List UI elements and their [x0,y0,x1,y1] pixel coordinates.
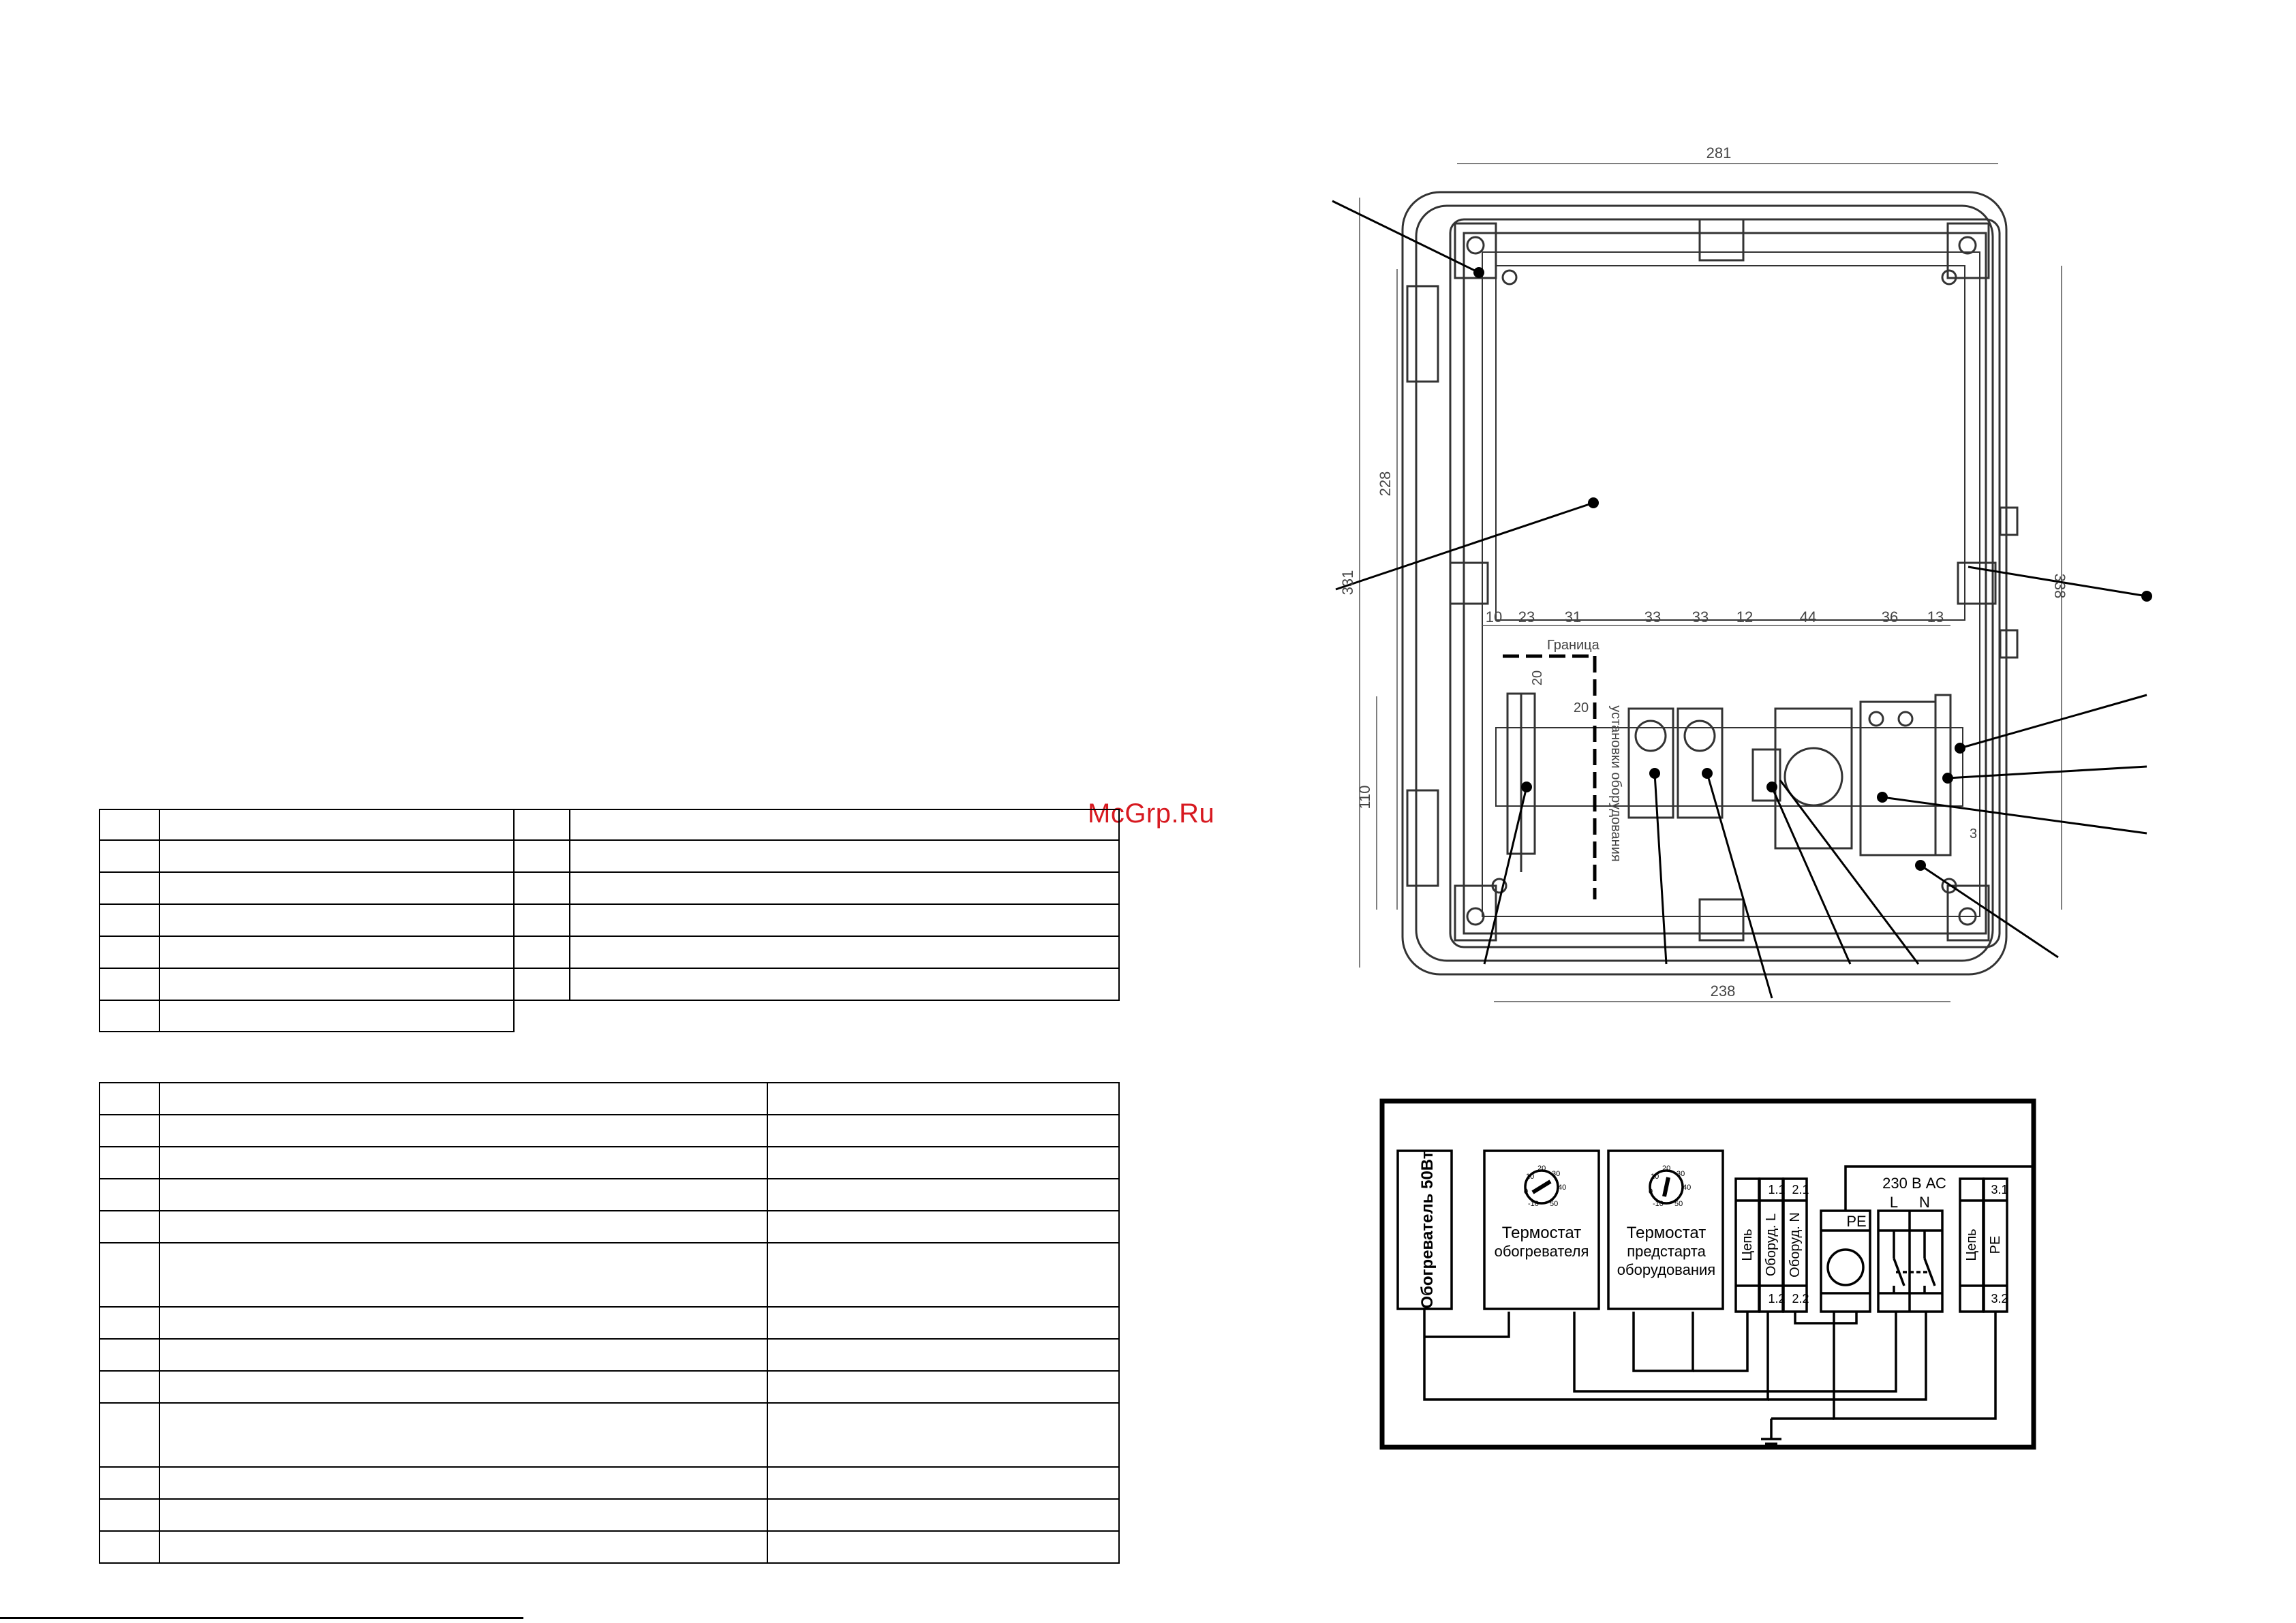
terminal-load-n-label: Оборуд. N [1788,1212,1803,1278]
thermostat-prestart-block [1607,1149,1724,1310]
table-row [99,1114,1120,1147]
heater-label: Обогреватель 50Вт [1418,1151,1437,1308]
table-row [99,1000,515,1032]
dim-rail: 33 [1644,608,1661,625]
dim-height-left: 331 [1339,570,1356,596]
parts-table-1-last-row [99,1000,515,1032]
specs-table [99,1082,1120,1564]
terminal-circuit-label: Цепь [1740,1228,1755,1261]
dial-mark: 0 [1524,1188,1528,1196]
mounting-plate [1495,265,1965,621]
bottom-rule [0,1617,523,1619]
socket-pe-label: PE [1846,1213,1866,1230]
table-row [99,1466,1120,1500]
dim-boundary-small-1: 20 [1530,670,1545,685]
table-row [99,1338,1120,1372]
dim-height-lower: 110 [1356,785,1373,809]
dim-height-inner: 228 [1377,472,1394,497]
dim-terminal-small: 3 [1970,826,1977,841]
thermostat-heater-label-line1: Термостат [1502,1224,1581,1242]
boundary-label: Граница [1547,638,1600,653]
dim-rail: 10 [1486,608,1502,625]
dial-mark: 50 [1674,1200,1683,1208]
terminal-3-1: 3.1 [1991,1183,2008,1196]
table-row [99,1402,1120,1468]
table-row [99,1178,1120,1211]
terminal-1-1: 1.1 [1768,1183,1785,1196]
terminal-2-circuit-label: Цепь [1964,1228,1979,1261]
dial-mark: 0 [1649,1188,1653,1196]
dim-rail: 33 [1692,608,1709,625]
table-row [99,1082,1120,1115]
dial-mark: -10 [1653,1200,1664,1208]
din-rail [1495,727,1963,807]
table-row [99,1370,1120,1404]
terminal-load-l-label: Оборуд. L [1764,1214,1779,1276]
table-row [99,871,1120,905]
table-row [99,968,1120,1001]
table-row [99,1306,1120,1340]
schematic-frame [1379,1098,2036,1450]
dim-rail: 31 [1565,608,1581,625]
parts-table-1 [99,809,1120,1001]
table-row [99,809,1120,841]
table-row [99,839,1120,873]
thermostat-1 [1627,707,1674,819]
table-row [99,1210,1120,1243]
thermostat-prestart-label-line1: Термостат [1627,1224,1706,1242]
dial-mark: 20 [1662,1164,1670,1173]
enclosure-outline [1401,191,2008,976]
dim-height-right: 338 [2051,574,2068,599]
terminal-1-2: 1.2 [1768,1292,1785,1305]
thermostat-heater-block [1483,1149,1600,1310]
socket [1774,707,1853,850]
table-row [99,1498,1120,1532]
dial-mark: -10 [1528,1200,1539,1208]
dial-mark: 20 [1537,1164,1546,1173]
terminal-2-pe-label: PE [1988,1236,2003,1254]
terminal-2-1: 2.1 [1792,1183,1809,1196]
dial-mark: 40 [1558,1184,1566,1192]
thermostat-prestart-label-line3: оборудования [1617,1261,1715,1278]
thermostat-heater-label-line2: обогревателя [1495,1243,1589,1260]
dim-rail: 23 [1518,608,1535,625]
dim-boundary-small-2: 20 [1574,700,1589,715]
zone-label: установки оборудования [1608,705,1623,861]
dim-width-bottom: 238 [1711,983,1736,1000]
table-row [99,1242,1120,1308]
dim-rail: 44 [1800,608,1816,625]
terminal-3-2: 3.2 [1991,1292,2008,1305]
terminal-2-2: 2.2 [1792,1292,1809,1305]
thermostat-2 [1677,707,1724,819]
wiring-schematic: Обогреватель 50Вт Термостат обогревателя… [1379,1098,2036,1450]
dim-rail: 12 [1736,608,1753,625]
table-row [99,903,1120,937]
table-row [99,936,1120,969]
dial-mark: 10 [1526,1173,1534,1181]
dim-rail: 36 [1882,608,1898,625]
dial-mark: 40 [1683,1184,1691,1192]
table-row [99,1146,1120,1179]
supply-label: 230 В АС [1882,1175,1946,1192]
supply-l-label: L [1890,1194,1898,1211]
thermostat-prestart-label-line2: предстарта [1627,1243,1706,1260]
dial-mark: 30 [1677,1170,1685,1178]
supply-n-label: N [1919,1194,1930,1211]
dim-rail: 13 [1927,608,1944,625]
table-row [99,1530,1120,1564]
dial-mark: 10 [1651,1173,1659,1181]
dial-mark: 30 [1552,1170,1560,1178]
dim-width-top: 281 [1706,144,1732,161]
dial-mark: 50 [1550,1200,1558,1208]
